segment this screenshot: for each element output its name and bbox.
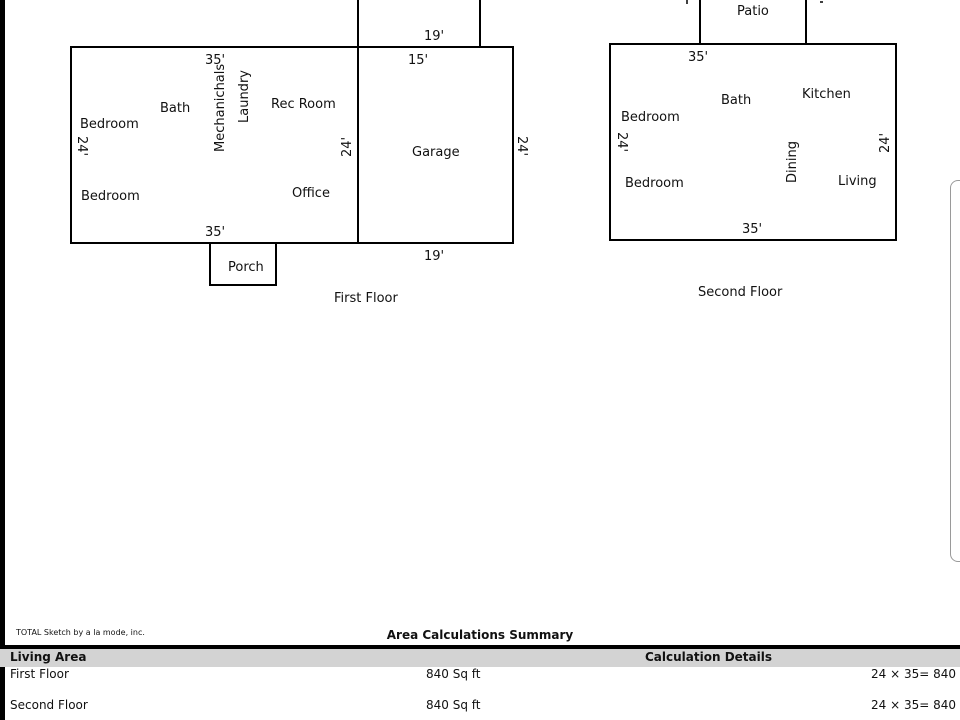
left-border (0, 0, 5, 720)
row-name: Second Floor (10, 698, 88, 712)
room-porch: Porch (228, 260, 264, 275)
room-mechanicals: Mechanichals (213, 64, 228, 152)
room-bedroom-2: Bedroom (81, 189, 140, 204)
room-sf-bedroom-2: Bedroom (625, 176, 684, 191)
summary-header-band: Living Area Calculation Details (0, 649, 960, 667)
dim-sf-right: 24' (878, 133, 893, 153)
dim-sf-top: 35' (688, 50, 708, 65)
dim-garage-right: 24' (514, 136, 529, 156)
room-laundry: Laundry (237, 70, 252, 123)
dim-sf-bottom: 35' (742, 222, 762, 237)
dim-ff-interior: 24' (340, 137, 355, 157)
sketch-credit: TOTAL Sketch by a la mode, inc. (16, 628, 145, 637)
room-sf-bedroom-1: Bedroom (621, 110, 680, 125)
room-kitchen: Kitchen (802, 87, 851, 102)
room-living: Living (838, 174, 877, 189)
garage-outline (357, 46, 514, 244)
row-calc: 24 × 35= 840 (871, 667, 956, 681)
room-dining: Dining (785, 141, 800, 183)
table-row: Second Floor 840 Sq ft 24 × 35= 840 (0, 698, 960, 716)
row-calc: 24 × 35= 840 (871, 698, 956, 712)
second-floor-outline (609, 43, 897, 241)
dim-garage-bottom: 19' (424, 249, 444, 264)
row-area: 840 Sq ft (426, 698, 481, 712)
first-floor-caption: First Floor (334, 291, 398, 306)
side-panel-handle[interactable] (950, 180, 960, 562)
room-bedroom-1: Bedroom (80, 117, 139, 132)
room-office: Office (292, 186, 330, 201)
dim-ff-bottom: 35' (205, 225, 225, 240)
room-patio: Patio (737, 4, 769, 19)
room-bath: Bath (160, 101, 190, 116)
calculation-details-header: Calculation Details (645, 650, 773, 664)
row-area: 840 Sq ft (426, 667, 481, 681)
living-area-header: Living Area (10, 650, 87, 664)
room-garage: Garage (412, 145, 460, 160)
floor-plan-sketch: Bedroom Bedroom Bath Mechanichals Laundr… (70, 0, 897, 306)
dim-ff-left: 24' (74, 136, 89, 156)
dim-extension-top: 19' (424, 29, 444, 44)
room-rec-room: Rec Room (271, 97, 336, 112)
summary-divider (0, 645, 960, 649)
second-floor-caption: Second Floor (698, 285, 783, 300)
dim-garage-top: 15' (408, 53, 428, 68)
porch-outline (209, 242, 277, 286)
dim-sf-left: 24' (614, 132, 629, 152)
dim-ff-top: 35' (205, 53, 225, 68)
area-summary-title: Area Calculations Summary (386, 628, 574, 642)
room-sf-bath: Bath (721, 93, 751, 108)
row-name: First Floor (10, 667, 69, 681)
table-row: First Floor 840 Sq ft 24 × 35= 840 (0, 667, 960, 685)
